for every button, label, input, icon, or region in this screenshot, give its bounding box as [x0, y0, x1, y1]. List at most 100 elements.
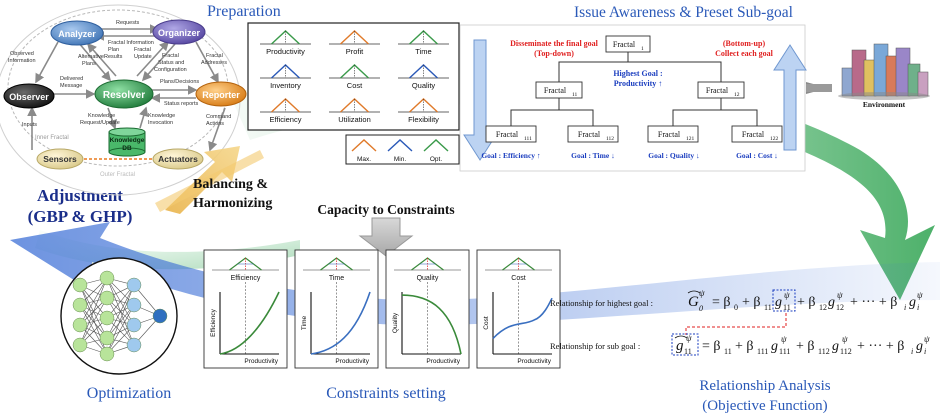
- legend-label: Opt.: [430, 156, 442, 163]
- criterion-quality: Quality: [398, 64, 449, 90]
- nn-neuron: [72, 317, 88, 333]
- fractal-node-index: 122: [770, 136, 779, 142]
- highest-goal-label-1: Highest Goal :: [613, 69, 662, 78]
- goal-time: Goal : Time ↓: [571, 151, 615, 160]
- svg-text:i: i: [924, 347, 926, 356]
- neural-network-icon: [60, 257, 178, 375]
- balancing-label-2: Harmonizing: [193, 196, 272, 211]
- criterion-profit: Profit: [329, 30, 380, 56]
- issue-awareness-title: Issue Awareness & Preset Sub-goal: [574, 4, 793, 21]
- svg-text:i: i: [911, 347, 913, 356]
- criterion-efficiency: Efficiency: [260, 98, 311, 124]
- criterion-productivity: Productivity: [260, 30, 311, 56]
- nn-neuron: [72, 337, 88, 353]
- svg-text:g: g: [828, 295, 835, 310]
- fractal-node-label: Fractal: [613, 40, 636, 49]
- fractal-node-label: Fractal: [742, 130, 765, 139]
- svg-text:11: 11: [764, 303, 772, 312]
- criterion-time: Time: [398, 30, 449, 56]
- organizer-label: Organizer: [158, 28, 201, 38]
- preparation-title: Preparation: [207, 3, 281, 20]
- fractal-update-label-2: Update: [134, 54, 152, 60]
- criterion-flexibility: Flexibility: [398, 98, 449, 124]
- svg-text:g: g: [832, 339, 839, 354]
- knowledge-request-label-1: Knowledge: [88, 113, 115, 119]
- criterion-label: Profit: [346, 47, 364, 56]
- analyzer-label: Analyzer: [58, 29, 96, 39]
- panel-ylabel: Cost: [483, 316, 490, 330]
- balancing-arrow: [155, 146, 264, 214]
- fractal-node-121: Fractal 121: [647, 125, 699, 143]
- collect-label-1: (Bottom-up): [723, 39, 766, 48]
- goal-cost: Goal : Cost ↓: [736, 151, 778, 160]
- fractal-node-index: 121: [686, 136, 695, 142]
- status-reports-label: Status reports: [164, 101, 198, 107]
- svg-text:+ β: + β: [735, 339, 754, 354]
- eq1-lhs: G: [688, 294, 699, 310]
- sensors-label: Sensors: [43, 154, 77, 164]
- panel-title: Quality: [417, 275, 439, 282]
- environment-city-icon: [806, 43, 930, 100]
- panel-xlabel: Productivity: [244, 358, 278, 365]
- panel-curve: [219, 291, 280, 355]
- svg-text:i: i: [917, 303, 919, 312]
- svg-text:ψ: ψ: [842, 334, 848, 344]
- outer-fractal-label: Outer Fractal: [100, 172, 135, 178]
- fractal-addresses-label-1: Fractal: [206, 53, 223, 59]
- observed-label-1: Observed: [10, 51, 34, 57]
- panel-title: Cost: [511, 275, 525, 282]
- optimization-title: Optimization: [87, 385, 171, 402]
- fractal-node-index: 112: [606, 136, 614, 142]
- legend-min: Min.: [387, 139, 413, 163]
- fractal-node-label: Fractal: [658, 130, 681, 139]
- panel-xlabel: Productivity: [426, 358, 460, 365]
- constraint-panels: EfficiencyProductivityEfficiencyTimeProd…: [203, 249, 561, 369]
- delivered-label-1: Delivered: [60, 76, 83, 82]
- fractal-node-index: 11: [572, 92, 578, 98]
- panel-title: Efficiency: [231, 275, 261, 282]
- command-actions-label-2: Actions: [206, 121, 224, 127]
- nn-neuron: [126, 277, 142, 293]
- bottom-up-arrow: [773, 44, 807, 151]
- svg-text:112: 112: [840, 347, 852, 356]
- criterion-label: Productivity: [266, 47, 305, 56]
- panel-curve: [401, 294, 462, 355]
- relationship-equations: Relationship for highest goal : Relation…: [550, 288, 930, 356]
- balancing-label-1: Balancing &: [193, 177, 268, 192]
- fractal-node-index: 1: [641, 46, 644, 52]
- svg-text:11: 11: [684, 347, 692, 356]
- fractal-node-label: Fractal: [706, 86, 729, 95]
- nn-neuron: [126, 337, 142, 353]
- highlight-box-1: [772, 289, 796, 312]
- top-down-arrow: [463, 39, 497, 161]
- link-dashed-red: [685, 313, 787, 335]
- knowledge-invocation-label-1: Knowledge: [148, 113, 175, 119]
- svg-text:112: 112: [818, 347, 830, 356]
- svg-text:= β: = β: [712, 295, 731, 310]
- plans-decisions-label: Plans/Decisions: [160, 79, 199, 85]
- svg-text:i: i: [904, 303, 906, 312]
- highlight-box-2: [671, 333, 699, 356]
- svg-text:11: 11: [724, 347, 732, 356]
- capacity-label: Capacity to Constraints: [317, 202, 454, 217]
- resolver-node: Resolver: [94, 79, 154, 109]
- criterion-label: Utilization: [338, 115, 371, 124]
- svg-text:+ ··· + β: + ··· + β: [857, 339, 904, 354]
- fractal-node-label: Fractal: [544, 86, 567, 95]
- panel-curve: [492, 297, 553, 340]
- svg-text:ψ: ψ: [781, 334, 787, 344]
- fractal-node-11: Fractal 11: [535, 81, 583, 99]
- svg-text:ψ: ψ: [837, 290, 843, 300]
- resolver-label: Resolver: [103, 90, 145, 101]
- sub-relationship-label: Relationship for sub goal :: [550, 341, 640, 351]
- delivered-label-2: Message: [60, 83, 82, 89]
- reporter-label: Reporter: [202, 90, 240, 100]
- panel-xlabel: Productivity: [335, 358, 369, 365]
- nn-neuron: [99, 270, 115, 286]
- fractal-addresses-label-2: Addresses: [201, 60, 227, 66]
- svg-text:+ β: + β: [797, 295, 816, 310]
- fractal-update-label-1: Fractal: [134, 47, 151, 53]
